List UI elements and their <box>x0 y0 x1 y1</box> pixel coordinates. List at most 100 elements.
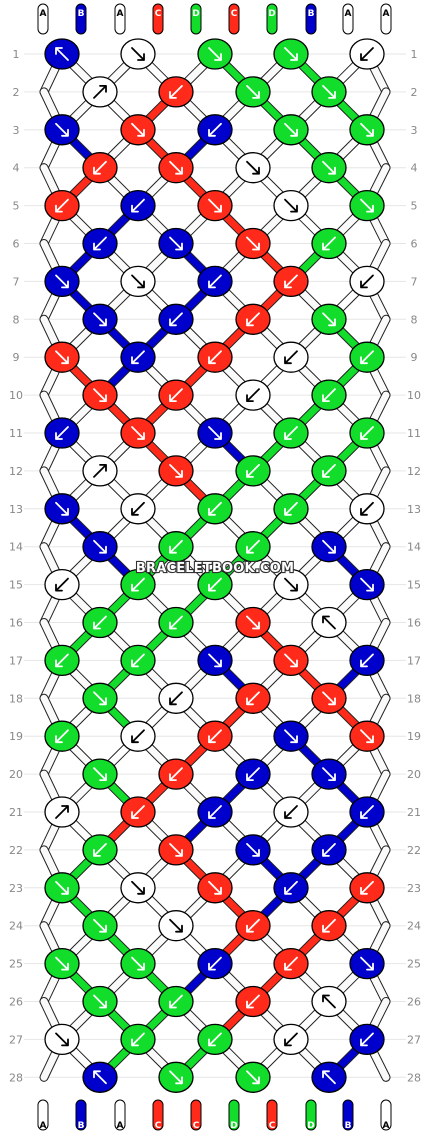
row-number-left: 23 <box>9 882 23 895</box>
knot-arrow-icon <box>284 426 298 440</box>
knot-arrow-icon <box>93 1070 107 1085</box>
knot-arrow-icon <box>284 47 298 61</box>
knot <box>273 796 309 828</box>
knot-arrow-icon <box>322 388 336 402</box>
row-number-right: 2 <box>411 86 418 99</box>
strand-tab <box>380 1099 392 1131</box>
row-number-right: 20 <box>407 768 421 781</box>
strand-tab <box>190 1099 202 1131</box>
knot <box>82 379 118 411</box>
knot-arrow-icon <box>169 994 183 1009</box>
knot <box>273 114 309 146</box>
row-number-left: 14 <box>9 541 23 554</box>
knot-arrow-icon <box>93 615 107 630</box>
row-number-left: 10 <box>9 389 23 402</box>
strand-letter: D <box>268 9 275 19</box>
knot-arrow-icon <box>208 577 222 592</box>
strand-letter: C <box>155 9 162 19</box>
row-number-left: 19 <box>9 730 23 743</box>
knot <box>273 644 309 677</box>
knot-arrow-icon <box>55 198 69 213</box>
knot <box>235 985 271 1018</box>
strand-letter: D <box>307 1121 314 1131</box>
knot-arrow-icon <box>93 236 107 251</box>
knot <box>235 1061 271 1093</box>
row-number-right: 28 <box>407 1071 421 1084</box>
knot <box>120 417 156 449</box>
knot-arrow-icon <box>93 691 107 706</box>
knot-arrow-icon <box>93 388 107 402</box>
knot <box>349 493 385 525</box>
row-number-right: 11 <box>407 427 421 440</box>
strand-tab <box>37 3 49 35</box>
row-number-right: 6 <box>411 238 418 251</box>
knot <box>120 265 156 298</box>
strand-tab <box>228 1099 240 1131</box>
bottom-strand: B <box>75 1099 87 1131</box>
knot-arrow-icon <box>284 274 298 289</box>
knot-arrow-icon <box>284 577 298 592</box>
knot <box>349 872 385 904</box>
row-number-right: 15 <box>407 579 421 592</box>
knot <box>82 985 118 1018</box>
row-number-left: 16 <box>9 617 23 630</box>
strand-tab <box>342 1099 354 1131</box>
knot <box>197 720 233 752</box>
knot <box>311 76 347 108</box>
row-number-left: 3 <box>13 124 20 137</box>
knot <box>349 38 385 70</box>
knot-arrow-icon <box>93 539 107 554</box>
knot-arrow-icon <box>208 729 222 744</box>
row-number-right: 10 <box>407 389 421 402</box>
row-number-left: 5 <box>13 200 20 213</box>
strand-letter: C <box>193 1121 200 1131</box>
knot <box>44 1023 80 1056</box>
knot-arrow-icon <box>208 956 222 971</box>
knot-arrow-icon <box>208 653 222 668</box>
knot <box>158 379 194 411</box>
bottom-strand: C <box>190 1099 202 1131</box>
row-number-right: 12 <box>407 465 421 478</box>
knot-arrow-icon <box>55 956 69 971</box>
knot <box>311 379 347 411</box>
knot <box>235 152 271 184</box>
knot <box>235 834 271 866</box>
knot-arrow-icon <box>131 122 145 137</box>
strand-tab <box>37 1099 49 1131</box>
row-number-left: 27 <box>9 1033 23 1046</box>
row-number-right: 16 <box>407 617 421 630</box>
knot-arrow-icon <box>169 464 183 478</box>
knot <box>349 720 385 752</box>
row-number-left: 24 <box>9 920 23 933</box>
row-number-right: 9 <box>411 351 418 364</box>
knot-arrow-icon <box>246 464 260 478</box>
top-strand: B <box>305 3 317 35</box>
knot-arrow-icon <box>131 426 145 440</box>
knot <box>158 227 194 260</box>
knot <box>273 341 309 373</box>
knot-arrow-icon <box>360 122 374 137</box>
knot <box>82 76 118 108</box>
knot <box>235 758 271 790</box>
strand-tab <box>152 3 164 35</box>
knot-arrow-icon <box>284 729 298 744</box>
knot <box>197 265 233 298</box>
knot <box>273 720 309 752</box>
knot-arrow-icon <box>169 615 183 630</box>
knot-arrow-icon <box>322 539 336 554</box>
strand-letter: C <box>269 1121 276 1131</box>
knot <box>120 341 156 373</box>
knot-arrow-icon <box>284 198 298 213</box>
knot-arrow-icon <box>55 805 69 819</box>
bottom-strand: A <box>114 1099 126 1131</box>
row-number-left: 21 <box>9 806 23 819</box>
strand-tab <box>342 3 354 35</box>
knot-arrow-icon <box>55 501 69 516</box>
bottom-strand: C <box>152 1099 164 1131</box>
row-number-right: 27 <box>407 1033 421 1046</box>
knot <box>158 834 194 866</box>
knot-arrow-icon <box>55 577 69 592</box>
knot-arrow-icon <box>169 918 183 933</box>
knot <box>273 417 309 449</box>
knot <box>311 985 347 1018</box>
